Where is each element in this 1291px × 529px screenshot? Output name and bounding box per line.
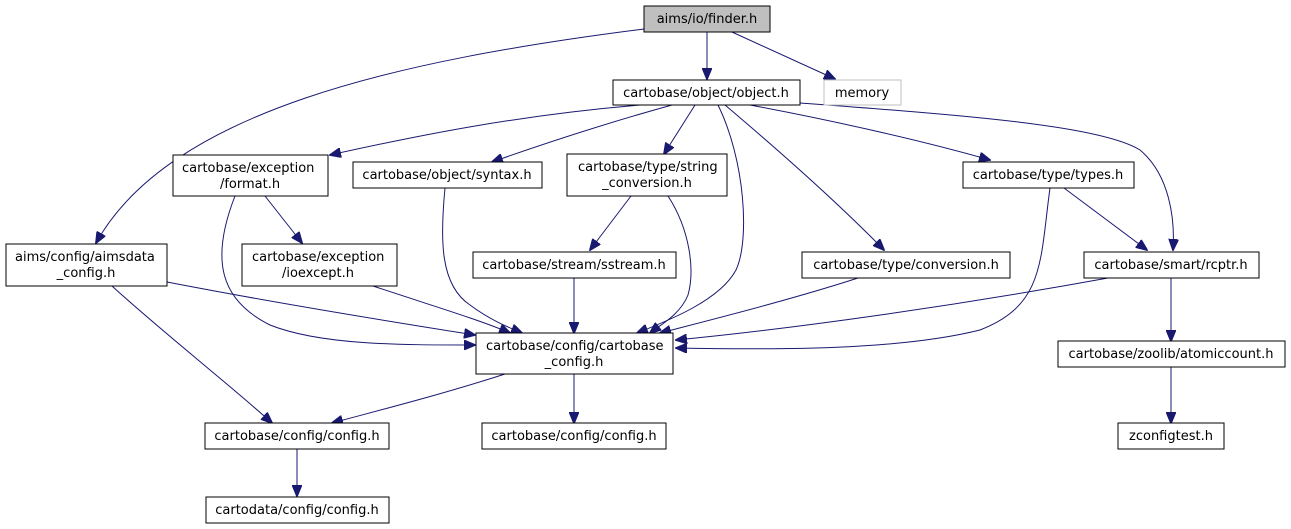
edge-object-format xyxy=(330,104,641,155)
edge-object-types xyxy=(749,104,990,160)
node-memory-label: memory xyxy=(835,86,890,101)
edge-aimsdata-config-config-left xyxy=(111,285,272,423)
node-string-conversion-label-line2: _conversion.h xyxy=(601,176,692,191)
node-format-label-line2: /format.h xyxy=(220,177,280,192)
node-atomiccount[interactable]: cartobase/zoolib/atomiccount.h xyxy=(1057,340,1286,368)
node-string-conversion[interactable]: cartobase/type/string _conversion.h xyxy=(566,153,728,197)
node-ioexcept-label-line2: /ioexcept.h xyxy=(282,266,354,281)
node-cartobase-config[interactable]: cartobase/config/cartobase _config.h xyxy=(475,332,674,375)
node-format-label-line1: cartobase/exception xyxy=(182,161,314,176)
node-syntax[interactable]: cartobase/object/syntax.h xyxy=(352,161,543,189)
node-ioexcept-label-line1: cartobase/exception xyxy=(252,250,384,265)
node-aimsdata-config-label-line1: aims/config/aimsdata xyxy=(15,250,155,265)
node-object-label: cartobase/object/object.h xyxy=(623,86,789,101)
edge-types-rcptr xyxy=(1063,187,1147,250)
node-conversion-label: cartobase/type/conversion.h xyxy=(813,258,999,273)
node-cartodata-config[interactable]: cartodata/config/config.h xyxy=(205,496,390,524)
node-aimsdata-config-label-line2: _config.h xyxy=(56,266,116,281)
node-config-left[interactable]: cartobase/config/config.h xyxy=(204,422,390,450)
edge-format-ioexcept xyxy=(264,195,302,243)
edge-string-conversion-cartobase-config xyxy=(650,195,692,333)
edge-ioexcept-cartobase-config xyxy=(372,285,510,333)
edge-object-cartobase-config xyxy=(637,104,745,333)
edge-object-syntax xyxy=(492,104,673,162)
node-finder-label: aims/io/finder.h xyxy=(657,12,758,27)
node-rcptr-label: cartobase/smart/rcptr.h xyxy=(1094,258,1247,273)
node-ioexcept[interactable]: cartobase/exception /ioexcept.h xyxy=(241,243,398,287)
edge-object-string-conversion xyxy=(664,104,696,154)
node-zconfigtest-label: zconfigtest.h xyxy=(1129,429,1213,444)
node-cartobase-config-label-line1: cartobase/config/cartobase xyxy=(486,339,664,354)
node-atomiccount-label: cartobase/zoolib/atomiccount.h xyxy=(1069,347,1274,362)
node-config-mid[interactable]: cartobase/config/config.h xyxy=(481,422,667,450)
edge-cartobase-config-config-left xyxy=(332,373,506,423)
edge-finder-aimsdata-config xyxy=(96,28,645,243)
node-finder[interactable]: aims/io/finder.h xyxy=(643,5,771,33)
node-config-mid-label: cartobase/config/config.h xyxy=(491,429,656,444)
node-syntax-label: cartobase/object/syntax.h xyxy=(362,168,531,183)
node-cartobase-config-label-line2: _config.h xyxy=(544,355,604,370)
node-cartodata-config-label: cartodata/config/config.h xyxy=(215,503,378,518)
edge-finder-memory xyxy=(731,31,835,79)
edge-string-conversion-sstream xyxy=(590,195,632,250)
node-aimsdata-config[interactable]: aims/config/aimsdata _config.h xyxy=(5,243,168,287)
node-types[interactable]: cartobase/type/types.h xyxy=(962,161,1135,189)
node-config-left-label: cartobase/config/config.h xyxy=(214,429,379,444)
node-memory[interactable]: memory xyxy=(823,79,902,106)
node-object[interactable]: cartobase/object/object.h xyxy=(612,79,801,106)
edge-object-conversion xyxy=(724,104,884,250)
node-string-conversion-label-line1: cartobase/type/string xyxy=(578,160,718,175)
edge-format-cartobase-config xyxy=(221,195,475,345)
edge-types-cartobase-config xyxy=(676,187,1051,349)
edge-conversion-cartobase-config xyxy=(660,277,859,333)
edge-object-rcptr xyxy=(799,102,1173,250)
node-sstream-label: cartobase/stream/sstream.h xyxy=(482,258,666,273)
node-rcptr[interactable]: cartobase/smart/rcptr.h xyxy=(1083,251,1260,279)
edge-aimsdata-config-cartobase-config xyxy=(166,281,475,335)
node-conversion[interactable]: cartobase/type/conversion.h xyxy=(801,251,1011,279)
node-sstream[interactable]: cartobase/stream/sstream.h xyxy=(472,251,677,279)
node-types-label: cartobase/type/types.h xyxy=(973,168,1123,183)
edge-rcptr-cartobase-config xyxy=(676,277,1109,340)
node-zconfigtest[interactable]: zconfigtest.h xyxy=(1117,422,1225,450)
node-format[interactable]: cartobase/exception /format.h xyxy=(172,154,329,197)
